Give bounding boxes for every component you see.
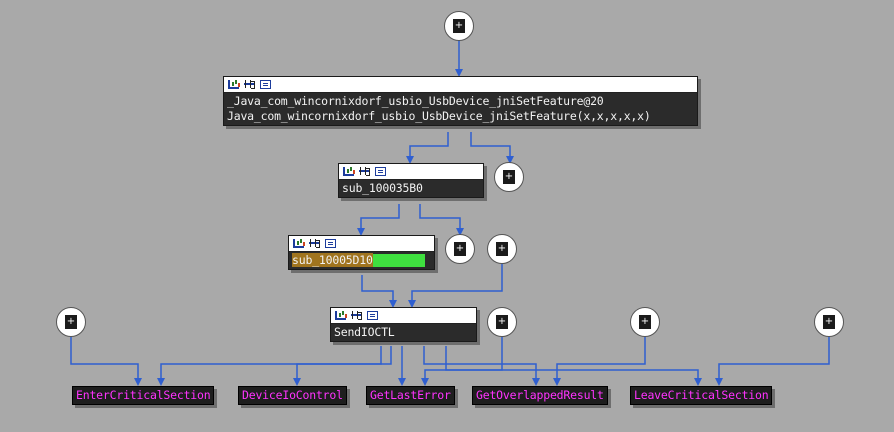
node-toolbar	[339, 164, 483, 180]
node-label-line2: Java_com_wincornixdorf_usbio_UsbDevice_j…	[227, 109, 651, 123]
expand-node-button[interactable]: +	[487, 234, 517, 264]
edge-exp2-to-gle	[421, 337, 503, 386]
edge-send-to-lcs	[445, 346, 702, 386]
plus-icon: +	[454, 242, 466, 256]
function-node-SendIOCTL[interactable]: SendIOCTL	[330, 307, 477, 342]
edge-left-exp-to-ecs	[70, 337, 142, 386]
edge-root-to-sub1	[406, 132, 449, 164]
import-node-DeviceIoControl[interactable]: DeviceIoControl	[238, 386, 347, 405]
function-node-sub-100035B0[interactable]: sub_100035B0	[338, 163, 484, 198]
node-label: sub_100035B0	[342, 181, 423, 195]
edge-send-to-dic	[293, 346, 392, 386]
graph-icon[interactable]	[335, 311, 346, 320]
edge-sub1-to-sub2	[357, 204, 400, 236]
list-icon[interactable]	[367, 311, 378, 320]
node-toolbar	[224, 77, 697, 93]
node-label: sub_10005D10	[292, 253, 373, 267]
import-node-LeaveCriticalSection[interactable]: LeaveCriticalSection	[630, 386, 773, 405]
plus-icon: +	[496, 315, 508, 329]
rename-icon[interactable]	[359, 167, 370, 176]
node-label: SendIOCTL	[334, 325, 395, 339]
edge-exp3-to-gor	[553, 337, 646, 386]
rename-icon[interactable]	[351, 311, 362, 320]
edge-sub2-to-send	[361, 275, 397, 308]
list-icon[interactable]	[260, 80, 271, 89]
expand-node-button[interactable]: +	[487, 307, 517, 337]
import-node-GetLastError[interactable]: GetLastError	[366, 386, 455, 405]
graph-icon[interactable]	[343, 167, 354, 176]
expand-node-button[interactable]: +	[445, 234, 475, 264]
expand-node-button[interactable]: +	[56, 307, 86, 337]
graph-icon[interactable]	[293, 239, 304, 248]
import-node-EnterCriticalSection[interactable]: EnterCriticalSection	[72, 386, 215, 405]
plus-icon: +	[503, 170, 515, 184]
plus-icon: +	[453, 19, 465, 33]
node-toolbar	[289, 236, 434, 252]
node-label-line1: _Java_com_wincornixdorf_usbio_UsbDevice_…	[227, 94, 604, 108]
edge-exp4-to-lcs	[715, 337, 830, 386]
expand-node-button[interactable]: +	[814, 307, 844, 337]
graph-icon[interactable]	[228, 80, 239, 89]
edge-send-to-gor1	[423, 346, 540, 386]
rename-icon[interactable]	[309, 239, 320, 248]
plus-icon: +	[496, 242, 508, 256]
function-node-jniSetFeature[interactable]: _Java_com_wincornixdorf_usbio_UsbDevice_…	[223, 76, 698, 126]
expand-node-button[interactable]: +	[444, 11, 474, 41]
plus-icon: +	[823, 315, 835, 329]
plus-icon: +	[639, 315, 651, 329]
edge-send-to-ecs	[157, 346, 382, 386]
node-toolbar	[331, 308, 476, 324]
edge-sub1-to-exp	[419, 204, 464, 236]
plus-icon: +	[65, 315, 77, 329]
function-node-sub-10005D10[interactable]: sub_10005D10	[288, 235, 435, 270]
edge-exp-to-send	[408, 264, 503, 308]
list-icon[interactable]	[375, 167, 386, 176]
selection-highlight	[372, 254, 425, 267]
edge-root-to-exp	[470, 132, 514, 164]
expand-node-button[interactable]: +	[630, 307, 660, 337]
expand-node-button[interactable]: +	[494, 162, 524, 192]
list-icon[interactable]	[325, 239, 336, 248]
rename-icon[interactable]	[244, 80, 255, 89]
import-node-GetOverlappedResult[interactable]: GetOverlappedResult	[472, 386, 608, 405]
